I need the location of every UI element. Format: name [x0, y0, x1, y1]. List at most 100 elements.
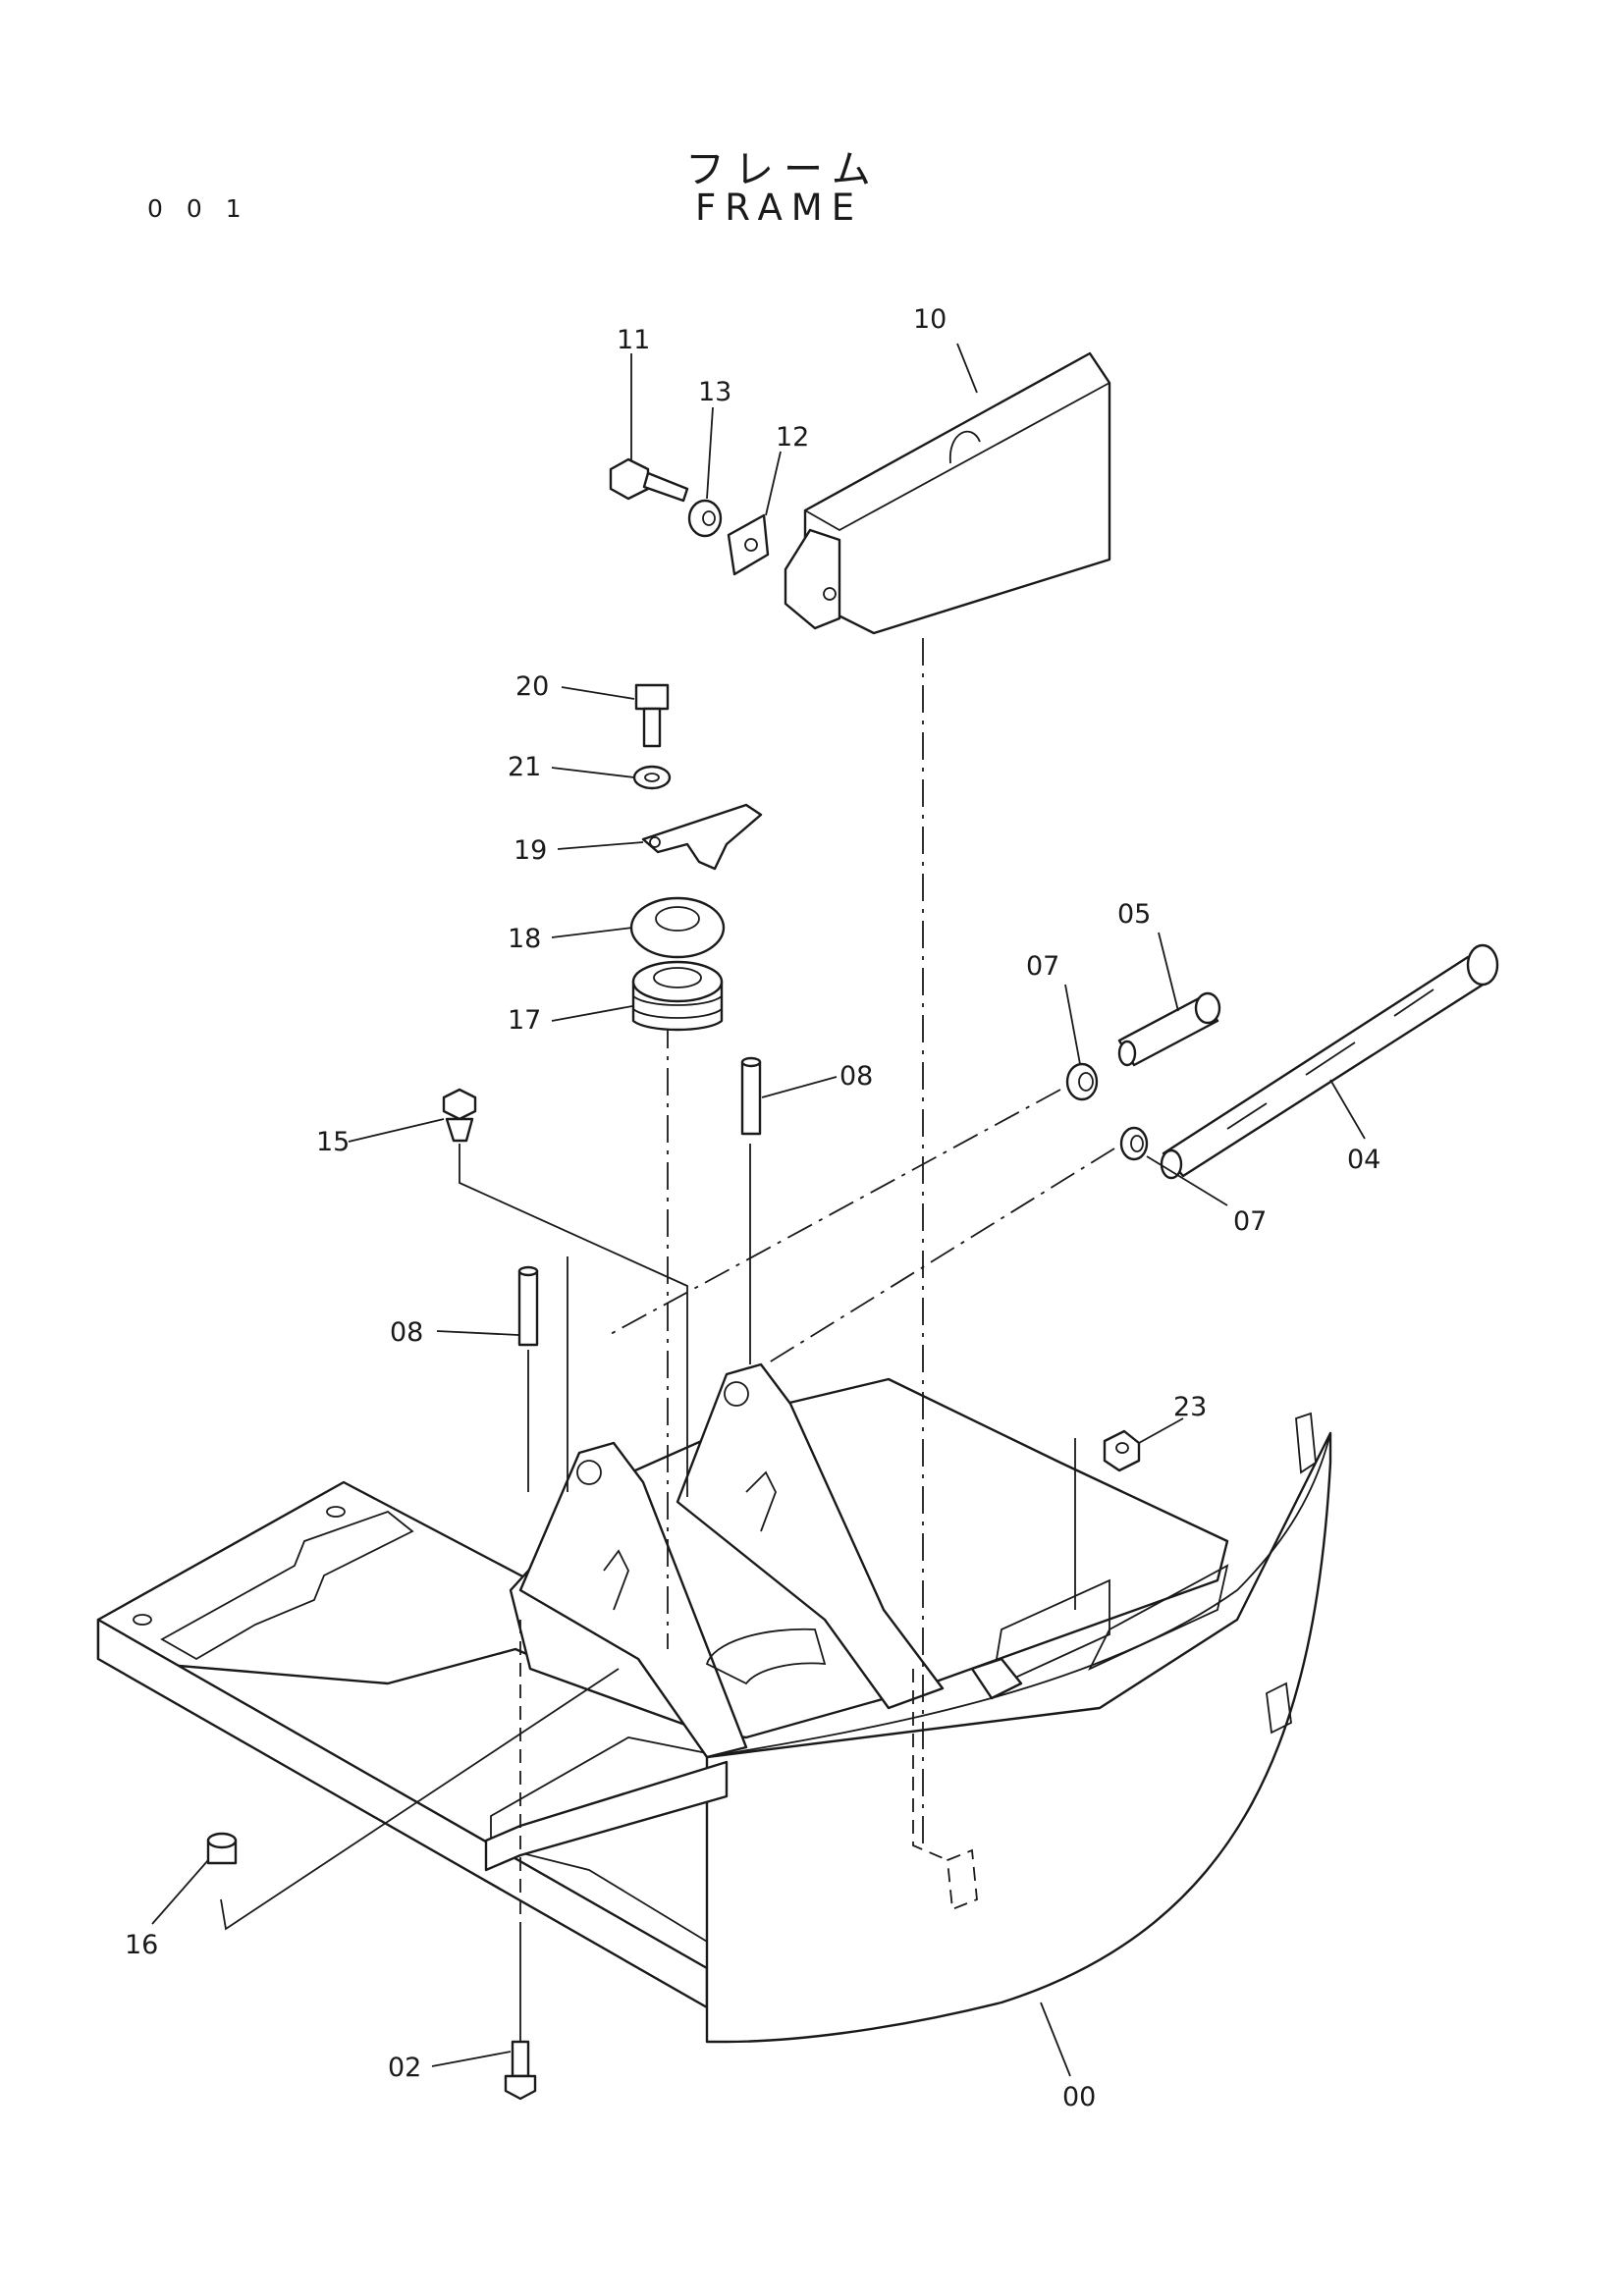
leader-07a — [1064, 984, 1081, 1065]
title-english: FRAME — [695, 187, 864, 229]
part-19-bracket — [641, 803, 763, 871]
part-18-ring — [629, 896, 726, 959]
center-line-07a — [608, 1089, 1061, 1336]
bolt-head — [609, 457, 650, 501]
plate-hole — [744, 538, 758, 552]
callout-15: 15 — [316, 1127, 350, 1157]
assembly-lines — [220, 638, 1115, 2042]
callout-04: 04 — [1347, 1145, 1380, 1175]
frame-body — [96, 1362, 1332, 2044]
callout-19: 19 — [514, 835, 547, 866]
lifting-eye — [949, 430, 981, 464]
pin-top — [517, 1265, 539, 1277]
part-08-pin-upper — [740, 1056, 762, 1136]
leader-08b — [436, 1330, 519, 1336]
leader-20 — [561, 686, 635, 700]
seal-rib — [632, 995, 723, 1006]
part-13-washer — [687, 499, 723, 538]
leader-15 — [459, 1144, 688, 1497]
deck-hole — [133, 1614, 152, 1626]
slew-ring — [705, 1628, 827, 1685]
washer-outer — [632, 765, 672, 790]
counterweight-top-edge — [706, 1432, 1331, 1758]
title-japanese: フレーム — [685, 147, 881, 192]
boom-bracket-left — [518, 1441, 748, 1759]
leader-13 — [706, 406, 714, 500]
pin-flange — [1466, 943, 1499, 987]
floor-inner-rail — [990, 1578, 1110, 1690]
collar-outer — [1119, 1126, 1149, 1161]
leader-12 — [765, 451, 782, 516]
pin-body — [517, 1269, 539, 1347]
bolt-shank — [511, 2040, 530, 2078]
counterweight-block-end — [784, 528, 841, 630]
callout-02: 02 — [388, 2053, 421, 2083]
center-line-07b — [765, 1148, 1115, 1365]
bolt-hole — [823, 587, 837, 601]
callout-18: 18 — [508, 924, 541, 954]
bracket-hook — [745, 1470, 777, 1532]
leader-10 — [956, 343, 978, 394]
deck-cutout — [160, 1510, 414, 1661]
washer-inner — [644, 773, 660, 782]
counterweight-skin — [705, 1431, 1332, 2044]
callout-11: 11 — [617, 325, 650, 355]
seal-hole — [653, 967, 702, 988]
callout-12: 12 — [776, 422, 809, 453]
part-16-plug — [206, 1832, 238, 1865]
deck-hole — [326, 1506, 346, 1518]
pin-groove — [1393, 988, 1434, 1017]
nut-body — [1103, 1429, 1141, 1472]
leader-08a — [761, 1076, 838, 1098]
part-20-bolt — [634, 683, 670, 748]
bolt-shank — [642, 471, 689, 503]
part-12-plate — [727, 513, 770, 576]
bracket-hole — [649, 836, 661, 848]
callout-21: 21 — [508, 752, 541, 782]
bolt-head — [634, 683, 670, 711]
pin-end — [1117, 1040, 1137, 1067]
leader-00 — [1040, 2002, 1071, 2077]
callout-13: 13 — [698, 377, 731, 407]
bracket-pin-hole — [724, 1381, 749, 1407]
leader-19 — [557, 841, 644, 850]
callout-leaders — [151, 343, 1366, 2077]
pin-top — [740, 1056, 762, 1068]
callout-07-lower: 07 — [1233, 1206, 1267, 1237]
pin-groove — [1305, 1041, 1356, 1076]
leader-07b — [1146, 1155, 1228, 1206]
part-08-pin-left — [517, 1265, 539, 1347]
leader-23b — [1138, 1417, 1184, 1444]
leader-05 — [1158, 932, 1179, 1012]
pin-groove — [1226, 1102, 1268, 1130]
counterweight-block-body — [803, 351, 1111, 635]
stopper-bracket — [641, 803, 763, 871]
callout-23: 23 — [1173, 1392, 1207, 1422]
fitting-body — [445, 1117, 474, 1143]
pin-shaft — [1162, 955, 1489, 1178]
callout-10: 10 — [913, 304, 947, 335]
part-17-seal — [631, 960, 724, 1032]
fitting-hex — [442, 1088, 477, 1121]
rear-brace — [970, 1657, 1023, 1700]
boom-bracket-right — [676, 1362, 945, 1710]
callout-07-upper: 07 — [1026, 951, 1059, 982]
collar-outer — [1065, 1062, 1099, 1101]
callout-16: 16 — [125, 1930, 158, 1960]
floor-inner-rail — [1088, 1564, 1229, 1671]
leader-02b — [431, 2051, 512, 2067]
washer-outer — [687, 499, 723, 538]
square-plate — [727, 513, 770, 576]
leader-04 — [1329, 1079, 1366, 1140]
part-15-fitting — [442, 1088, 477, 1143]
nut-hole — [1115, 1442, 1129, 1454]
washer-inner — [702, 510, 716, 526]
callout-08-left: 08 — [390, 1317, 423, 1348]
pin-head — [1194, 991, 1221, 1025]
callout-08-upper: 08 — [839, 1061, 873, 1092]
leader-18 — [551, 927, 633, 938]
part-23-nut — [1103, 1429, 1141, 1472]
hidden-line-10 — [912, 1669, 948, 1861]
page-number: 0 0 1 — [147, 194, 249, 223]
